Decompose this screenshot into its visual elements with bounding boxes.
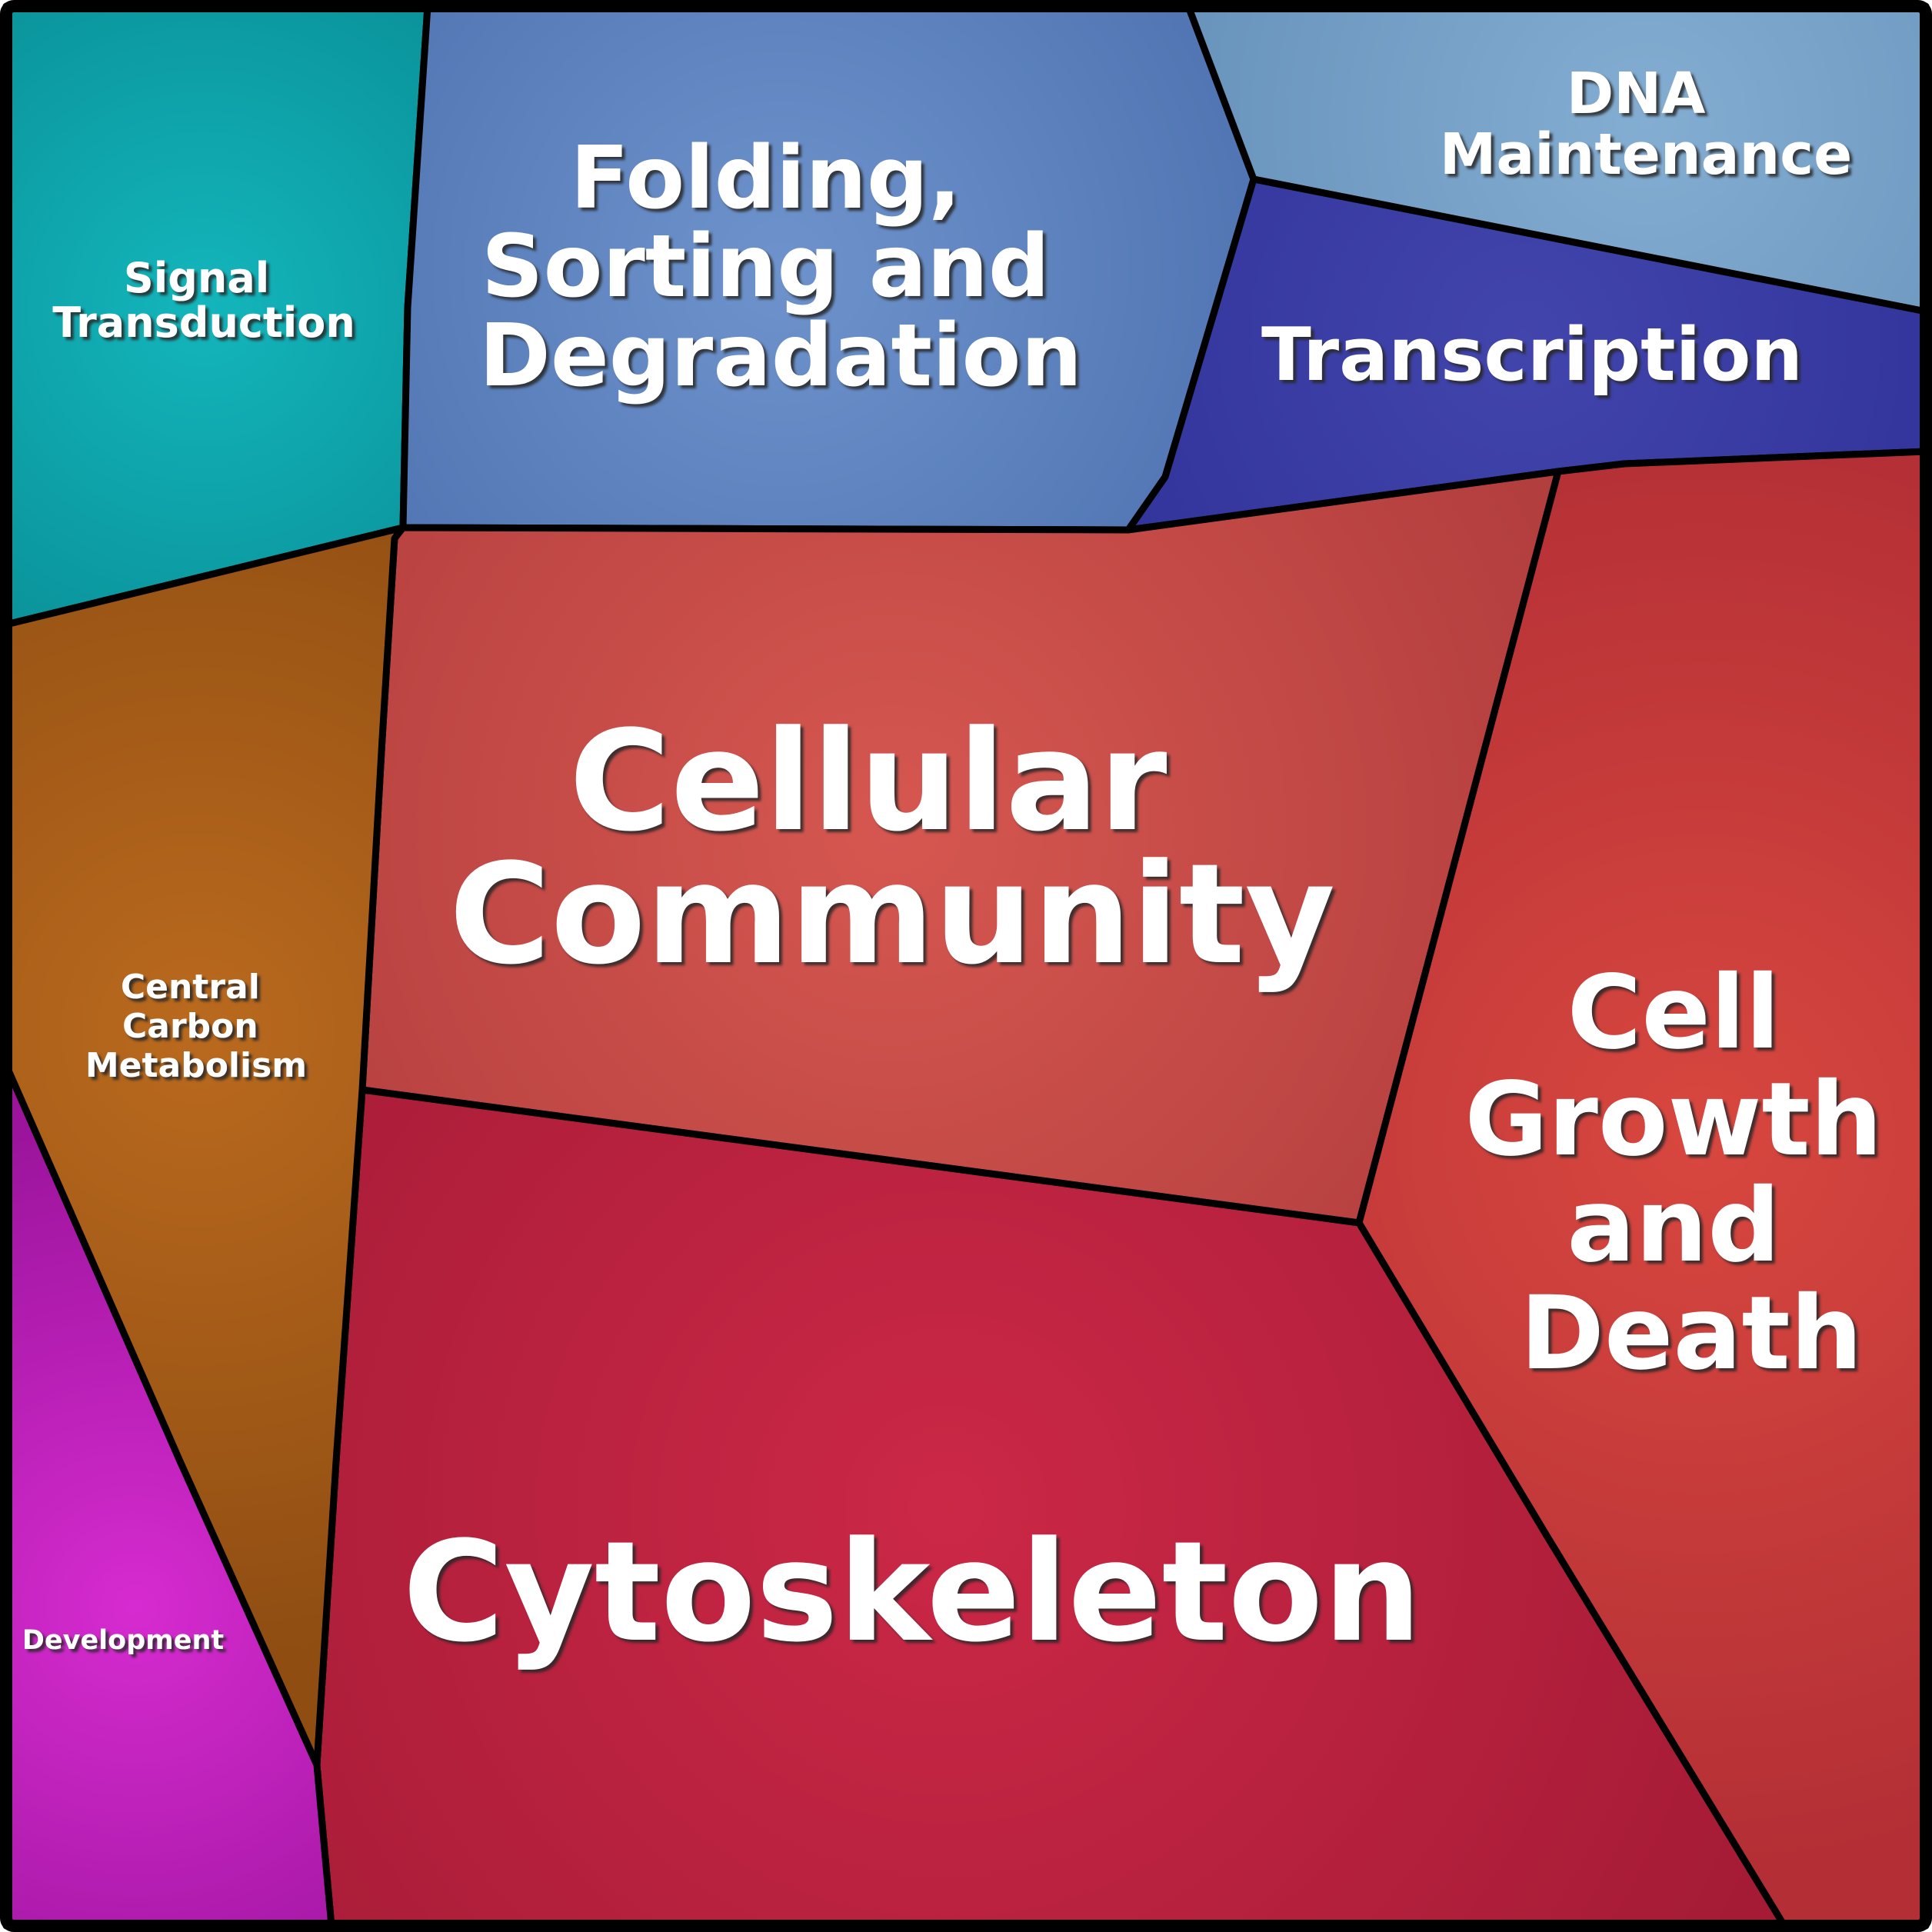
label-line: Cellular bbox=[569, 701, 1168, 862]
label-line: Folding, bbox=[570, 128, 961, 228]
label-signal-transduction: Signal Transduction bbox=[52, 254, 355, 347]
label-line: Cytoskeleton bbox=[403, 1512, 1422, 1673]
label-line: Growth bbox=[1464, 1061, 1882, 1179]
label-folding-sorting-degradation: Folding, Sorting and Degradation bbox=[479, 128, 1082, 406]
label-dna-maintenance: DNA Maintenance bbox=[1440, 61, 1853, 188]
label-line: Transduction bbox=[52, 298, 355, 347]
label-line: Transcription bbox=[1261, 313, 1803, 398]
label-central-carbon-metabolism: Central Carbon Metabolism bbox=[85, 968, 307, 1085]
label-cytoskeleton: Cytoskeleton bbox=[403, 1512, 1422, 1673]
label-cellular-community: Cellular Community bbox=[449, 701, 1335, 995]
label-line: Degradation bbox=[479, 306, 1082, 406]
treemap-labels: Signal Transduction Folding, Sorting and… bbox=[22, 61, 1917, 1673]
label-line: Central bbox=[121, 968, 260, 1007]
label-development: Development bbox=[22, 1625, 224, 1656]
label-line: DNA bbox=[1567, 61, 1706, 127]
label-line: Development bbox=[22, 1625, 224, 1656]
label-transcription: Transcription bbox=[1261, 313, 1803, 398]
label-cell-growth-and-death: Cell Growth and Death bbox=[1464, 954, 1917, 1393]
label-line: Death bbox=[1520, 1274, 1862, 1393]
label-line: and bbox=[1567, 1167, 1780, 1285]
label-line: Cell bbox=[1567, 954, 1780, 1072]
label-line: Carbon bbox=[122, 1007, 258, 1046]
label-line: Sorting and bbox=[481, 217, 1050, 317]
label-line: Maintenance bbox=[1440, 122, 1853, 188]
label-line: Metabolism bbox=[85, 1046, 307, 1085]
label-line: Community bbox=[449, 834, 1335, 995]
label-line: Signal bbox=[124, 254, 269, 302]
